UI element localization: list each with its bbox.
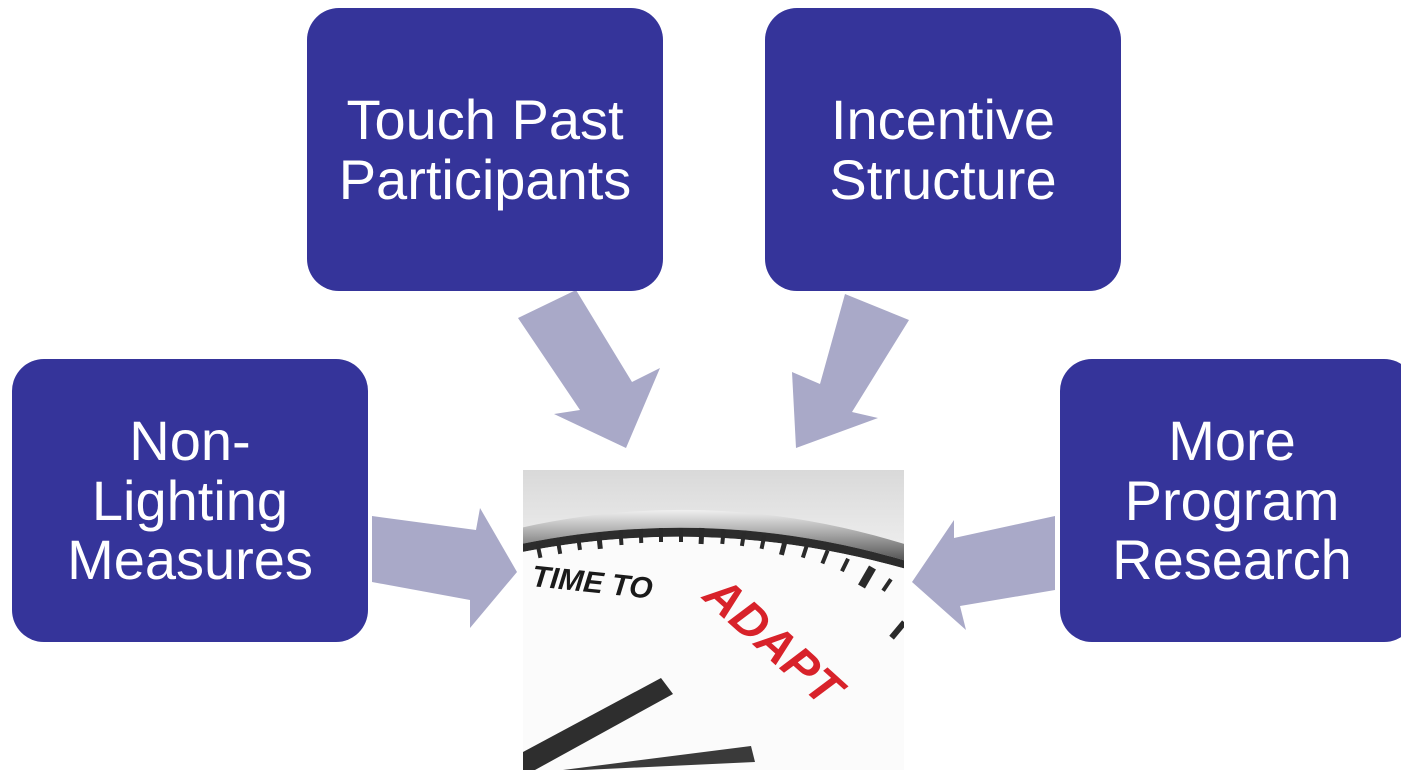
box-text-line: Program: [1124, 468, 1340, 532]
box-text-line: Measures: [67, 528, 313, 592]
box-text-line: Incentive: [830, 87, 1056, 151]
more-program-research-box: More Program Research: [1060, 359, 1401, 642]
box-text-line: Non-: [129, 408, 251, 472]
box-text-line: Participants: [338, 147, 632, 211]
box-text-line: Structure: [829, 147, 1057, 211]
clock-hour-hand: [523, 678, 673, 770]
arrow-non-lighting: [372, 508, 517, 628]
non-lighting-measures-box: Non- Lighting Measures: [12, 359, 368, 642]
arrow-touch-past: [518, 290, 660, 448]
incentive-structure-box: Incentive Structure: [765, 8, 1121, 291]
touch-past-participants-box: Touch Past Participants: [307, 8, 663, 291]
time-to-adapt-clock-image: TIME TO ADAPT: [523, 470, 904, 770]
box-text-line: Lighting: [91, 468, 289, 532]
box-text-line: Research: [1112, 528, 1352, 592]
arrow-more-research: [912, 516, 1055, 630]
clock-minute-hand: [563, 746, 755, 770]
clock-tick-marks: [535, 527, 904, 640]
box-text-line: More: [1168, 408, 1296, 472]
clock-illustration: TIME TO ADAPT: [523, 470, 904, 770]
box-text-line: Touch Past: [346, 87, 624, 151]
arrow-incentive: [792, 294, 909, 448]
